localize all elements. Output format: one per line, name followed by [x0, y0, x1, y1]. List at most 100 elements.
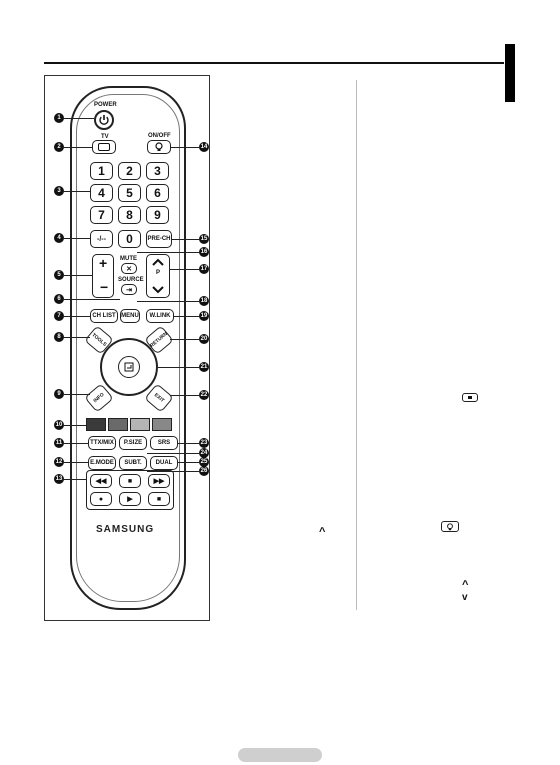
callout-14: 14 [199, 142, 209, 152]
callout-leader [64, 147, 92, 148]
callout-leader [171, 147, 199, 148]
power-button[interactable] [94, 110, 114, 130]
callout-leader [64, 316, 90, 317]
volume-down-icon: − [100, 279, 109, 295]
number-key-2[interactable]: 2 [118, 162, 141, 180]
remote-figure-frame [44, 75, 210, 621]
callout-leader [178, 443, 199, 444]
header-rule [44, 62, 504, 64]
callout-21: 21 [199, 362, 209, 372]
play-button[interactable]: ▶ [119, 492, 141, 506]
pause-button[interactable]: ■ [119, 474, 141, 488]
green-color-key[interactable] [108, 418, 128, 431]
light-bulb-icon [155, 142, 163, 151]
channel-down-icon [152, 286, 164, 294]
brand-logo: SAMSUNG [96, 524, 155, 535]
callout-8: 8 [54, 332, 64, 342]
callout-25: 25 [199, 457, 209, 467]
page-number-pill [238, 748, 322, 762]
stop-button[interactable]: ■ [148, 492, 170, 506]
mute-label: MUTE [120, 256, 137, 262]
red-color-key[interactable] [86, 418, 106, 431]
callout-9: 9 [54, 389, 64, 399]
light-onoff-button[interactable] [147, 140, 171, 154]
callout-18: 18 [199, 296, 209, 306]
channel-down-icon: v [462, 592, 468, 603]
play-icon: ▶ [127, 496, 133, 503]
picture-size-button[interactable]: P.SIZE [119, 436, 147, 450]
number-key-7[interactable]: 7 [90, 206, 113, 224]
callout-23: 23 [199, 438, 209, 448]
ttx-mix-button[interactable]: TTX/MIX [88, 436, 116, 450]
number-key-5[interactable]: 5 [118, 184, 141, 202]
number-key-3[interactable]: 3 [146, 162, 169, 180]
emode-button[interactable]: E.MODE [88, 456, 116, 470]
number-key-8[interactable]: 8 [118, 206, 141, 224]
callout-16: 16 [199, 247, 209, 257]
callout-leader [64, 425, 86, 426]
callout-5: 5 [54, 270, 64, 280]
callout-leader [158, 367, 199, 368]
callout-leader [64, 275, 92, 276]
record-button[interactable]: ● [90, 492, 112, 506]
dash-key[interactable]: -/-- [90, 230, 113, 248]
callout-2: 2 [54, 142, 64, 152]
tv-button[interactable] [92, 140, 116, 154]
blue-color-key[interactable] [152, 418, 172, 431]
transport-key-group [86, 470, 174, 510]
number-key-9[interactable]: 9 [146, 206, 169, 224]
fast-forward-icon: ▶▶ [153, 478, 165, 485]
channel-rocker[interactable]: P [146, 254, 170, 298]
rewind-button[interactable]: ◀◀ [90, 474, 112, 488]
onoff-label: ON/OFF [148, 133, 171, 139]
callout-leader [64, 479, 86, 480]
callout-leader [172, 239, 199, 240]
p-label: P [156, 270, 161, 276]
fast-forward-button[interactable]: ▶▶ [148, 474, 170, 488]
callout-leader [64, 118, 94, 119]
callout-20: 20 [199, 334, 209, 344]
prech-button[interactable]: PRE-CH [146, 230, 172, 248]
number-key-1[interactable]: 1 [90, 162, 113, 180]
callout-leader [174, 316, 199, 317]
number-key-0[interactable]: 0 [118, 230, 141, 248]
callout-4: 4 [54, 233, 64, 243]
power-icon [99, 115, 109, 125]
dual-button[interactable]: DUAL [150, 456, 178, 470]
wiselink-button[interactable]: W.LINK [146, 309, 174, 323]
language-tab-marker [505, 44, 515, 102]
enter-icon [462, 393, 478, 402]
callout-leader [64, 394, 90, 395]
number-key-6[interactable]: 6 [146, 184, 169, 202]
source-label: SOURCE [118, 277, 144, 283]
callout-1: 1 [54, 113, 64, 123]
callout-leader [147, 471, 199, 472]
callout-leader [64, 337, 90, 338]
callout-leader [64, 191, 90, 192]
volume-rocker[interactable]: + − [92, 254, 114, 298]
source-icon: ⇥ [126, 286, 132, 294]
light-bulb-icon [441, 521, 459, 532]
menu-button[interactable]: MENU [120, 309, 140, 323]
ch-list-button[interactable]: CH LIST [90, 309, 118, 323]
callout-leader [64, 443, 88, 444]
callout-22: 22 [199, 390, 209, 400]
mute-button[interactable]: ✕ [121, 263, 137, 274]
source-button[interactable]: ⇥ [121, 284, 137, 295]
tv-label: TV [101, 134, 109, 140]
subtitle-button[interactable]: SUBT. [119, 456, 147, 470]
srs-button[interactable]: SRS [150, 436, 178, 450]
callout-leader [137, 301, 199, 302]
callout-17: 17 [199, 264, 209, 274]
yellow-color-key[interactable] [130, 418, 150, 431]
callout-10: 10 [54, 420, 64, 430]
callout-11: 11 [54, 438, 64, 448]
navigation-dpad[interactable] [100, 338, 158, 396]
enter-icon [124, 362, 134, 372]
number-key-4[interactable]: 4 [90, 184, 113, 202]
stop-icon: ■ [156, 495, 162, 503]
enter-button[interactable] [118, 356, 140, 378]
callout-leader [64, 238, 90, 239]
callout-leader [64, 462, 88, 463]
callout-26: 26 [199, 466, 209, 476]
